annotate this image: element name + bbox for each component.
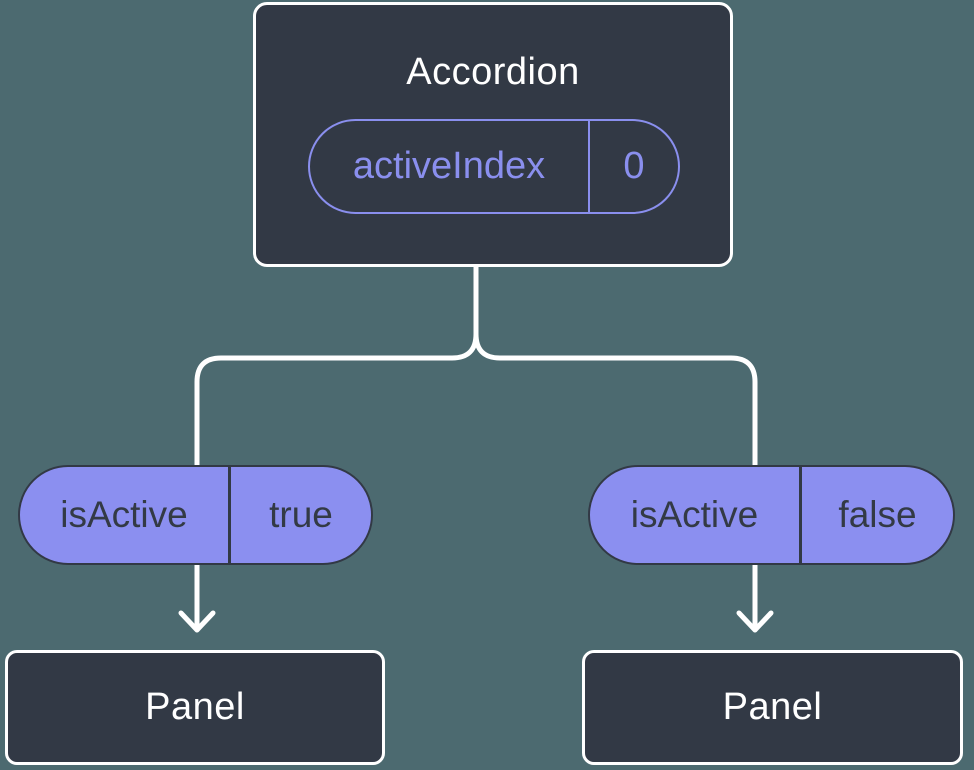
state-pill-active-index: activeIndex 0	[308, 119, 680, 214]
prop-pill-is-active-true: isActive true	[18, 465, 373, 565]
prop-name: isActive	[20, 467, 231, 563]
prop-name: isActive	[590, 467, 802, 563]
child-node-label: Panel	[722, 686, 823, 728]
child-node-panel-left: Panel	[5, 650, 385, 765]
root-node-accordion: Accordion activeIndex 0	[253, 2, 733, 267]
arrow-down-icon	[736, 562, 774, 633]
arrow-down-icon	[178, 562, 216, 633]
connector-root-to-right-branch	[473, 263, 758, 469]
connector-root-to-left-branch	[194, 263, 479, 469]
prop-value: false	[838, 494, 917, 535]
prop-pill-is-active-false: isActive false	[588, 465, 955, 565]
state-value: 0	[623, 145, 645, 187]
child-node-label: Panel	[145, 686, 245, 728]
state-name: activeIndex	[310, 121, 590, 212]
child-node-panel-right: Panel	[582, 650, 963, 765]
root-node-label: Accordion	[406, 51, 580, 93]
prop-value: true	[269, 494, 333, 535]
